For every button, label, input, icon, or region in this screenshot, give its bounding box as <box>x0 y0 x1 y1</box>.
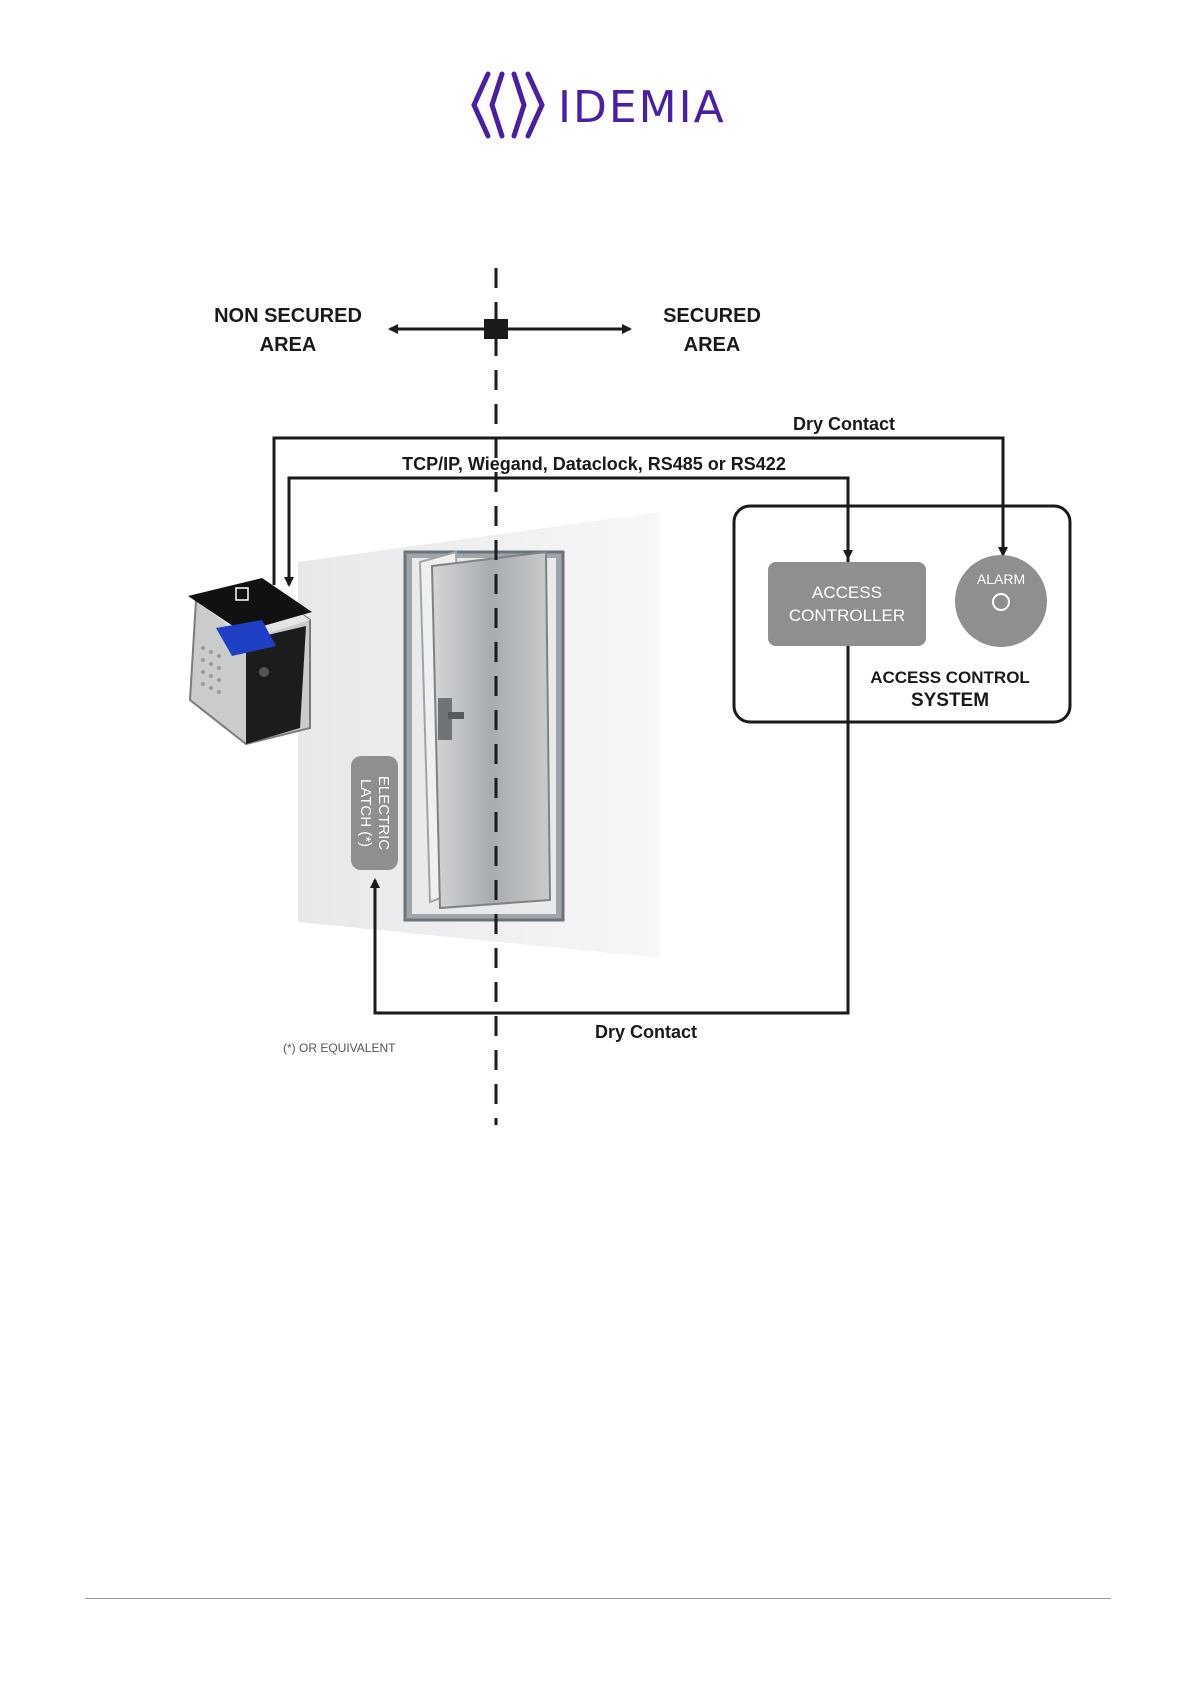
dry-contact-bottom-label: Dry Contact <box>595 1022 697 1042</box>
latch-label-2: LATCH (*) <box>357 779 374 847</box>
access-controller-box <box>768 562 926 646</box>
boundary-marker <box>484 319 508 339</box>
controller-label-1: ACCESS <box>812 583 882 602</box>
secured-label-1: SECURED <box>663 305 761 327</box>
footnote: (*) OR EQUIVALENT <box>283 1041 396 1055</box>
secured-label-2: AREA <box>684 334 741 356</box>
footer-divider <box>85 1598 1111 1599</box>
system-label-1: ACCESS CONTROL <box>870 668 1030 687</box>
biometric-reader <box>188 578 312 744</box>
alarm-label: ALARM <box>977 571 1025 587</box>
protocols-label: TCP/IP, Wiegand, Dataclock, RS485 or RS4… <box>402 454 786 474</box>
system-label-2: SYSTEM <box>911 690 989 711</box>
latch-label-1: ELECTRIC <box>375 776 392 850</box>
non-secured-label-2: AREA <box>260 334 317 356</box>
controller-label-2: CONTROLLER <box>789 606 905 625</box>
alarm-circle <box>955 555 1047 647</box>
door <box>405 552 563 920</box>
dry-contact-top-label: Dry Contact <box>793 414 895 434</box>
non-secured-label-1: NON SECURED <box>214 305 362 327</box>
